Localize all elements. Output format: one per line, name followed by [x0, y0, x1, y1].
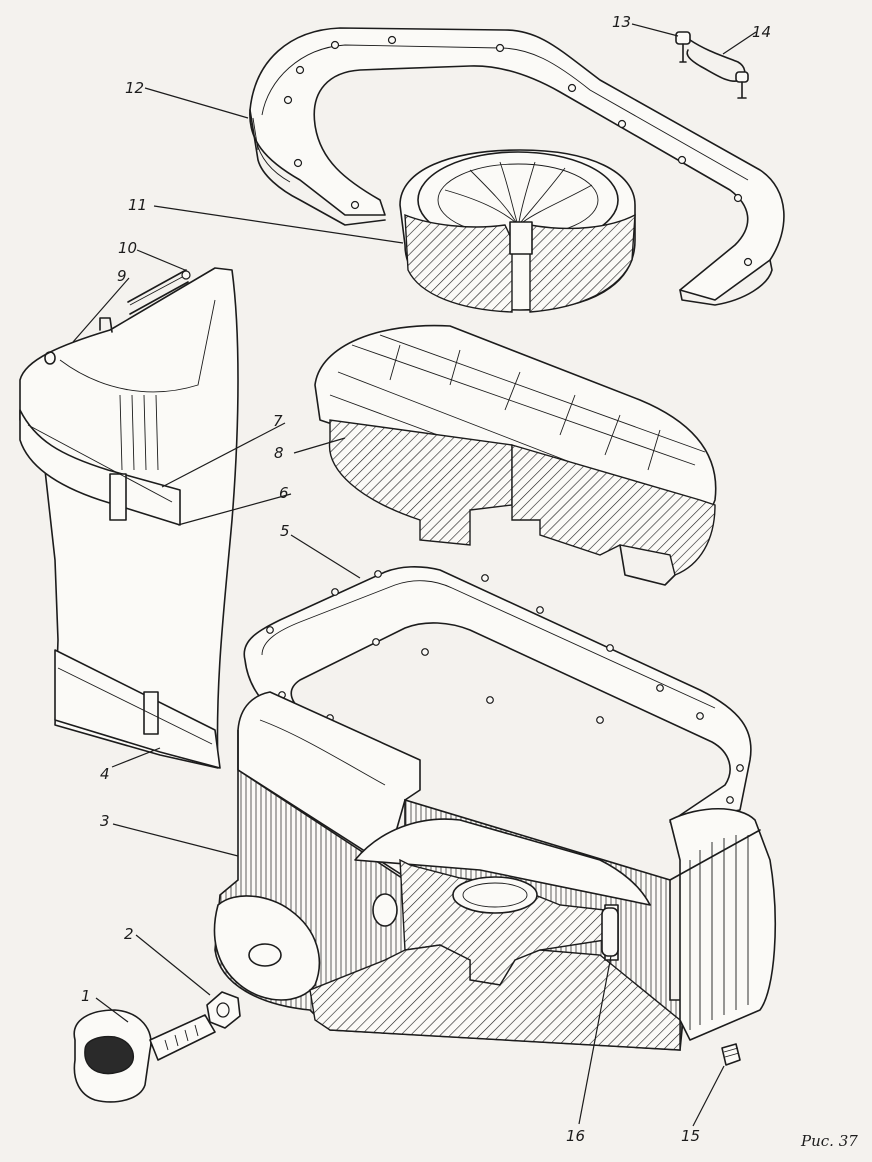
- part-8-ribbed-block: [314, 324, 717, 586]
- part-4-6-7-9-10-apron: [19, 267, 239, 769]
- label-10: 10: [118, 239, 137, 257]
- label-1: 1: [81, 987, 91, 1005]
- part-13-14-clip: [675, 31, 749, 99]
- part-12-top-cover: [249, 27, 785, 306]
- label-3: 3: [100, 812, 110, 830]
- label-15: 15: [681, 1127, 700, 1145]
- part-labels: 1 2 3 4 5 6 7 8 9 10 11 12 13 14 15 16: [81, 13, 771, 1145]
- part-15-plug: [721, 1043, 741, 1066]
- figure-caption: Рис. 37: [800, 1132, 858, 1150]
- label-5: 5: [280, 522, 290, 540]
- label-2: 2: [124, 925, 134, 943]
- label-13: 13: [612, 13, 631, 31]
- label-16: 16: [566, 1127, 585, 1145]
- label-9: 9: [117, 267, 127, 285]
- label-4: 4: [100, 765, 110, 783]
- label-11: 11: [128, 196, 147, 214]
- label-8: 8: [274, 444, 284, 462]
- label-14: 14: [752, 23, 771, 41]
- part-16-pin: [601, 907, 619, 957]
- label-6: 6: [279, 484, 289, 502]
- label-7: 7: [273, 412, 283, 430]
- cover-bolt-holes: [283, 35, 753, 267]
- leader-lines: [72, 23, 757, 1127]
- part-11-bowl-cushion: [399, 149, 636, 313]
- part-3-housing: [213, 691, 776, 1051]
- label-12: 12: [125, 79, 144, 97]
- part-1-2-eyebolt-nut: [73, 991, 241, 1103]
- gasket-bolt-holes: [266, 570, 744, 804]
